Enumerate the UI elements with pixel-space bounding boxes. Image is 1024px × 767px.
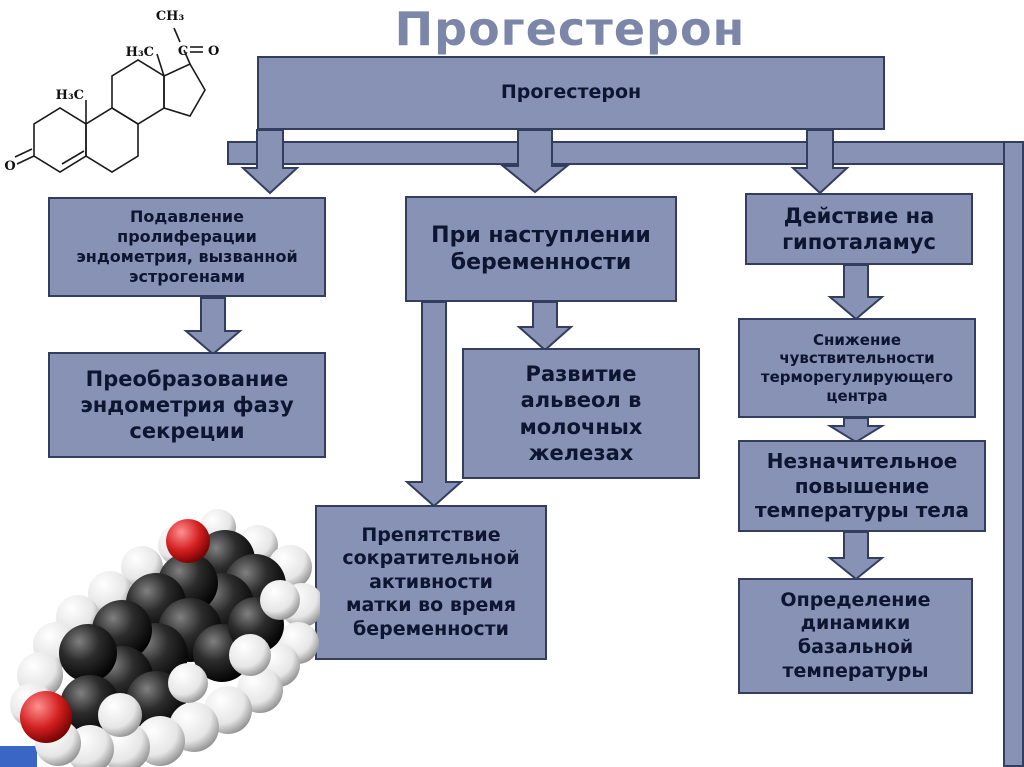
box-endometrium-suppression: Подавление пролиферации эндометрия, вызв… — [48, 197, 326, 297]
hydrogen-atoms-front — [35, 580, 300, 767]
box-hypothalamus-action: Действие на гипоталамус — [745, 193, 973, 265]
box-pregnancy-onset: При наступлении беременности — [405, 196, 677, 302]
sidebar-accent-right — [1003, 141, 1024, 767]
arrow-right-branch-1 — [827, 264, 885, 321]
arrow-right-branch-2 — [826, 417, 886, 444]
carbon-atoms — [59, 530, 286, 735]
progesterone-structural-formula: CH₃ C O H₃C H₃C O — [4, 9, 219, 174]
box-uterine-activity-obstacle-label: Препятствие сократительной активности ма… — [342, 523, 520, 640]
box-temperature-increase: Незначительное повышение температуры тел… — [738, 440, 986, 532]
box-root-progesterone-label: Прогестерон — [500, 81, 642, 104]
box-root-progesterone: Прогестерон — [257, 56, 885, 130]
box-alveoli-development-label: Развитие альвеол в молочных железах — [519, 362, 643, 465]
label-top-methyl: CH₃ — [156, 9, 185, 24]
arrow-left-branch — [183, 297, 243, 356]
page-title: Прогестерон — [394, 2, 746, 56]
label-acetyl-carbon: C — [178, 44, 188, 59]
label-c10-methyl: H₃C — [56, 88, 84, 103]
oxygen-atoms — [20, 519, 210, 743]
box-hypothalamus-action-label: Действие на гипоталамус — [782, 203, 936, 254]
box-uterine-activity-obstacle: Препятствие сократительной активности ма… — [315, 505, 547, 660]
molecule-3d-model — [10, 509, 320, 767]
box-thermoregulation-sensitivity: Снижение чувствительности терморегулирую… — [738, 318, 976, 418]
box-secretory-phase-label: Преобразование эндометрия фазу секреции — [80, 366, 294, 444]
corner-accent — [0, 746, 37, 767]
arrow-root-center — [500, 129, 570, 194]
arrow-middle-to-alveoli — [516, 301, 574, 352]
box-basal-temperature-label: Определение динамики базальной температу… — [780, 588, 931, 682]
box-endometrium-suppression-label: Подавление пролиферации эндометрия, вызв… — [76, 207, 298, 286]
arrow-root-right — [790, 129, 850, 195]
arrow-right-branch-3 — [827, 531, 885, 581]
arrow-root-left — [240, 129, 300, 195]
connector-bar-horizontal — [227, 141, 1024, 165]
formula-bonds — [14, 27, 206, 173]
box-basal-temperature: Определение динамики базальной температу… — [738, 578, 973, 694]
box-thermoregulation-sensitivity-label: Снижение чувствительности терморегулирую… — [760, 330, 954, 405]
box-secretory-phase: Преобразование эндометрия фазу секреции — [48, 352, 326, 458]
label-c13-methyl: H₃C — [126, 45, 154, 60]
box-alveoli-development: Развитие альвеол в молочных железах — [462, 348, 700, 479]
formula-labels: CH₃ C O H₃C H₃C O — [4, 9, 219, 174]
label-ketone-oxygen: O — [4, 159, 15, 174]
box-pregnancy-onset-label: При наступлении беременности — [431, 222, 651, 275]
arrow-middle-to-uterus — [404, 301, 464, 508]
box-temperature-increase-label: Незначительное повышение температуры тел… — [755, 448, 969, 523]
label-acetyl-oxygen: O — [208, 44, 219, 59]
